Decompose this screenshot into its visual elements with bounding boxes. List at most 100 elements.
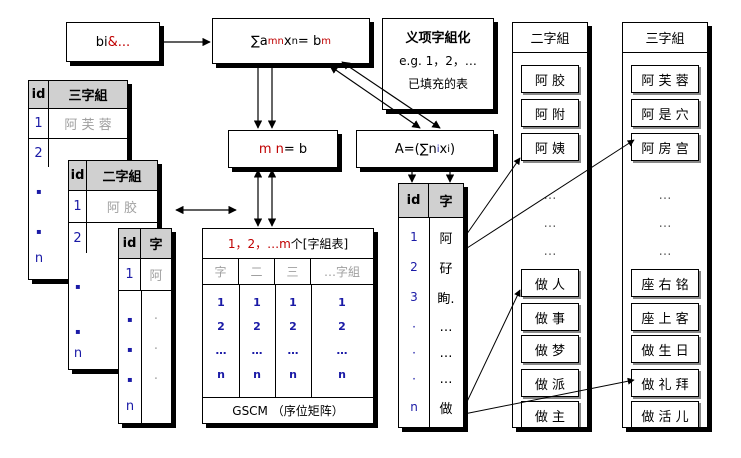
gscm-cell: 2 xyxy=(253,319,261,333)
char-table-id: 2 xyxy=(410,260,418,274)
t2-dot: ▪ xyxy=(75,281,81,291)
t3-dot: ▪ xyxy=(36,226,42,236)
char-table-char: 做 xyxy=(439,401,453,417)
gscm-header-cell: 二 xyxy=(239,259,275,285)
mn-m: m xyxy=(258,141,272,157)
gscm-cell: … xyxy=(215,343,227,357)
t3-n: n xyxy=(34,250,44,266)
gscm-footer: GSCM （序位矩阵） xyxy=(203,397,373,423)
eq-sigma: ∑a xyxy=(251,33,268,49)
t3-header: 三字組 xyxy=(49,81,127,109)
gscm-cell: n xyxy=(289,367,297,381)
three-char-word: … xyxy=(658,215,672,231)
a-box: A=(∑n i x i ) xyxy=(356,130,494,168)
equation-box: ∑a mn x n = b m xyxy=(212,18,370,64)
t1-divider xyxy=(141,291,142,423)
char-table-divider xyxy=(429,218,430,427)
eq-sub-n: n xyxy=(291,35,298,47)
char-table-char-header: 字 xyxy=(429,184,463,218)
gscm-cell: 1 xyxy=(338,295,346,309)
gscm-cell: 1 xyxy=(253,295,261,309)
text-line1: 义项字組化 xyxy=(405,31,471,46)
gscm-cell: … xyxy=(287,343,299,357)
three-char-word: 阿 是 穴 xyxy=(631,99,699,127)
char-table-id: n xyxy=(410,400,418,414)
three-char-word: … xyxy=(658,187,672,203)
t1-dot: ▪ xyxy=(127,344,133,354)
gscm-cell: 2 xyxy=(289,319,297,333)
t2-dot: ▪ xyxy=(75,326,81,336)
t1-dot2: · xyxy=(153,371,159,387)
mn-rest: = b xyxy=(283,141,308,157)
bi-prefix: bi xyxy=(95,34,108,50)
t1-header: 字 xyxy=(141,229,171,259)
t2-row1-id: 1 xyxy=(69,191,87,223)
char-table-char: … xyxy=(439,319,453,335)
semantic-text-box: 义项字組化 e.g. 1，2，… 已填充的表 xyxy=(382,18,494,110)
t1-dot2: · xyxy=(153,341,159,357)
gscm-cell: 2 xyxy=(338,319,346,333)
t3-row1-text: 阿 芙 蓉 xyxy=(49,109,127,139)
char-table-char: 阿 xyxy=(439,231,453,247)
t3-dot: ▪ xyxy=(36,186,42,196)
three-char-word: 座 上 客 xyxy=(631,303,699,331)
gscm-cell: 2 xyxy=(217,319,225,333)
t1-dot2: · xyxy=(153,311,159,327)
two-char-list: 二字組 阿 胶阿 附阿 姨………做 人做 事做 梦做 派做 主做 寿 xyxy=(512,22,588,428)
char-table-id: 3 xyxy=(410,290,418,304)
two-char-list-header: 二字組 xyxy=(513,23,587,53)
char-table-char: 矷 xyxy=(439,261,453,277)
eq-sub-mn: mn xyxy=(267,35,284,47)
gscm-divider xyxy=(275,285,276,397)
a-close: ) xyxy=(450,141,456,157)
a-sub-i2: i xyxy=(447,143,451,155)
gscm-title-nums: 1，2，…m xyxy=(227,237,291,251)
t1-id-header: id xyxy=(119,229,141,259)
gscm-header-cell: 三 xyxy=(275,259,311,285)
eq-x: x xyxy=(283,33,292,49)
a-x: x xyxy=(439,141,448,157)
t1-n: n xyxy=(125,398,135,414)
three-char-list: 三字組 阿 芙 蓉阿 是 穴阿 房 宫………座 右 铭座 上 客做 生 日做 礼… xyxy=(622,22,708,428)
gscm-cell: … xyxy=(251,343,263,357)
gscm-cell: n xyxy=(217,367,225,381)
two-char-word: … xyxy=(543,215,557,231)
gscm-divider xyxy=(239,285,240,397)
a-sub-i: i xyxy=(436,143,440,155)
two-char-word: 阿 胶 xyxy=(521,65,579,93)
eq-sub-m: m xyxy=(321,35,331,47)
two-char-word: 做 事 xyxy=(521,303,579,331)
gscm-header-cell: 字 xyxy=(203,259,239,285)
three-char-word: 阿 房 宫 xyxy=(631,133,699,161)
eq-eq: = b xyxy=(297,33,322,49)
three-char-list-header: 三字組 xyxy=(623,23,707,53)
char-table-id: · xyxy=(412,346,416,360)
t1-row1-text: 阿 xyxy=(141,259,171,291)
two-char-word: 阿 姨 xyxy=(521,133,579,161)
t2-row1-text: 阿 胶 xyxy=(87,191,157,223)
two-char-word: … xyxy=(543,243,557,259)
three-char-word: 做 生 日 xyxy=(631,335,699,363)
char-table-char: 眴. xyxy=(437,291,455,307)
three-char-word: 做 礼 拜 xyxy=(631,369,699,397)
three-char-word: 阿 芙 蓉 xyxy=(631,65,699,93)
bi-box: bi &... xyxy=(66,22,160,62)
char-table-id-header: id xyxy=(399,184,429,218)
three-char-word: 做 活 儿 xyxy=(631,401,699,427)
t3-row2-id: 2 xyxy=(29,139,49,167)
t3-id-header: id xyxy=(29,81,49,109)
t2-n: n xyxy=(73,345,83,361)
char-table-id: · xyxy=(412,320,416,334)
t2-header: 二字組 xyxy=(87,161,157,191)
char-table-char: … xyxy=(439,371,453,387)
t1-row1-id: 1 xyxy=(119,259,141,291)
gscm-header-cell: …字組 xyxy=(311,259,373,285)
a-text: A=(∑n xyxy=(394,141,437,157)
text-line2: e.g. 1，2，… xyxy=(399,54,477,68)
two-char-word: … xyxy=(543,187,557,203)
char-table-char: … xyxy=(439,345,453,361)
two-char-word: 做 派 xyxy=(521,369,579,397)
char-table-id: 1 xyxy=(410,230,418,244)
gscm-cell: 1 xyxy=(217,295,225,309)
